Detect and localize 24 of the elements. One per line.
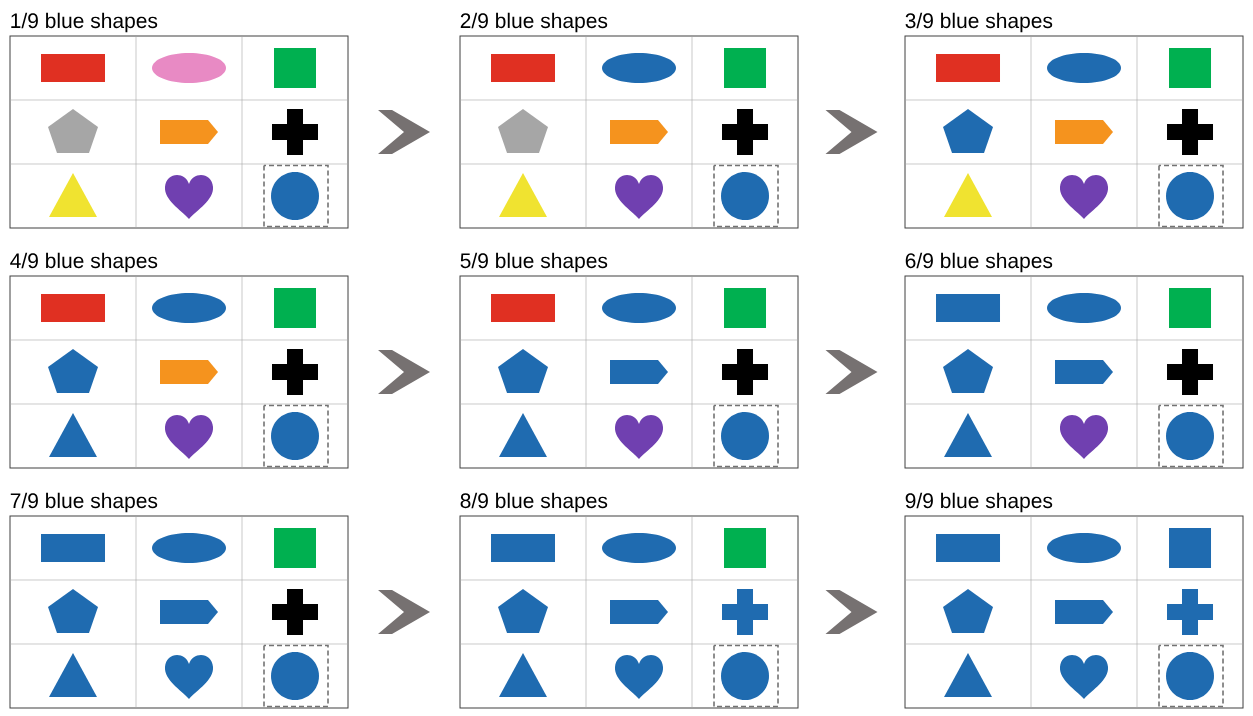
shape-grid-panel: 4/9 blue shapes (9, 252, 349, 469)
shape-grid-panel: 8/9 blue shapes (459, 492, 799, 709)
node-label: 1/9 blue shapes (11, 12, 158, 33)
node-label: 6/9 blue shapes (905, 252, 1053, 273)
shape-grid-panel: 3/9 blue shapes (904, 12, 1244, 229)
chevron-arrow (825, 350, 878, 394)
shape-grid-panel: 2/9 blue shapes (459, 12, 799, 229)
chevron-arrow (378, 590, 430, 634)
node-label: 8/9 blue shapes (460, 492, 608, 513)
node-label: 3/9 blue shapes (905, 12, 1053, 33)
chevron-arrow (378, 350, 430, 394)
shape-grid-panel: 6/9 blue shapes (904, 252, 1244, 469)
shape-grid-panel: 1/9 blue shapes (9, 12, 349, 229)
shape-grid-panel: 7/9 blue shapes (9, 492, 349, 709)
chevron-arrow (825, 590, 878, 634)
node-label: 7/9 blue shapes (10, 492, 158, 513)
node-label: 4/9 blue shapes (10, 252, 158, 273)
shape-grid-panel: 9/9 blue shapes (904, 492, 1244, 709)
node-label: 5/9 blue shapes (460, 252, 608, 273)
node-label: 9/9 blue shapes (905, 492, 1053, 513)
shape-grid-panel: 5/9 blue shapes (459, 252, 799, 469)
node-label: 2/9 blue shapes (460, 12, 608, 33)
chevron-arrow (378, 110, 430, 154)
chevron-arrow (825, 110, 878, 154)
